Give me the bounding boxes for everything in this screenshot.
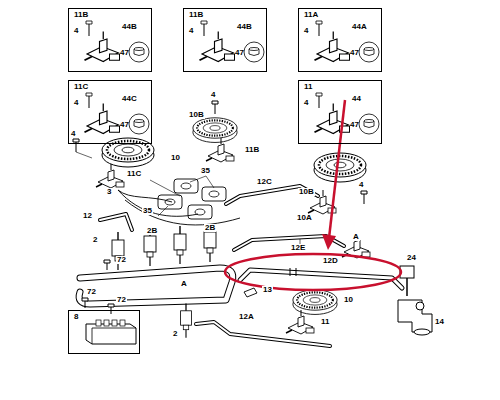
callout-number: 14 <box>434 318 445 326</box>
callout-number: 3 <box>106 188 112 196</box>
inset-box: 11B 4 44B 47 <box>68 8 152 72</box>
callout-number: 11B <box>244 146 260 154</box>
callout-number: 13 <box>262 286 273 294</box>
callout-number: A <box>352 233 360 241</box>
part-number: 11B <box>73 11 89 19</box>
callout-number: 11C <box>126 170 142 178</box>
inset-box: 11B 4 44B 47 <box>183 8 267 72</box>
callout-number: 4 <box>73 99 79 107</box>
callout-number: A <box>180 280 188 288</box>
callout-number: 47 <box>119 49 130 57</box>
callout-number: 4 <box>303 99 309 107</box>
callout-number: 47 <box>234 49 245 57</box>
inset-box: 11C 4 44C 47 <box>68 80 152 144</box>
callout-number: 4 <box>210 91 216 99</box>
callout-number: 72 <box>116 296 127 304</box>
callout-number: 4 <box>358 181 364 189</box>
callout-number: 12 <box>82 212 93 220</box>
callout-number: 44A <box>351 23 368 31</box>
callout-number: 10 <box>343 296 354 304</box>
callout-number: 35 <box>142 207 153 215</box>
callout-number: 47 <box>119 121 130 129</box>
callout-number: 24 <box>406 254 417 262</box>
part-number: 11B <box>188 11 204 19</box>
callout-number: 12D <box>322 257 339 265</box>
callout-number: 2 <box>92 236 98 244</box>
callout-number: 12E <box>290 244 306 252</box>
part-number: 11C <box>73 83 89 91</box>
inset-box: 11A 4 44A 47 <box>298 8 382 72</box>
callout-number: 35 <box>200 167 211 175</box>
callout-number: 44 <box>351 95 362 103</box>
callout-number: 4 <box>73 27 79 35</box>
callout-number: 44C <box>121 95 138 103</box>
callout-number: 2B <box>146 227 158 235</box>
callout-number: 47 <box>349 49 360 57</box>
callout-number: 12C <box>256 178 273 186</box>
callout-number: 72 <box>116 256 127 264</box>
callout-number: 47 <box>349 121 360 129</box>
callout-number: 4 <box>303 27 309 35</box>
inset-box: 8 <box>68 310 140 354</box>
inset-box: 1144447 <box>298 80 382 144</box>
part-number: 11A <box>303 11 319 19</box>
part-number: 8 <box>73 313 79 321</box>
callout-number: 11 <box>320 318 330 326</box>
callout-number: 10B <box>298 188 315 196</box>
callout-number: 72 <box>86 288 97 296</box>
callout-number: 4 <box>70 130 76 138</box>
callout-number: 4 <box>188 27 194 35</box>
callout-number: 12A <box>238 313 255 321</box>
callout-number: 10 <box>170 154 181 162</box>
callout-number: 2 <box>172 330 178 338</box>
callout-number: 44B <box>121 23 138 31</box>
callout-number: 44B <box>236 23 253 31</box>
part-number: 11 <box>303 83 313 91</box>
callout-number: 2B <box>204 224 216 232</box>
callout-number: 10A <box>296 214 313 222</box>
callout-number: 10B <box>188 111 205 119</box>
